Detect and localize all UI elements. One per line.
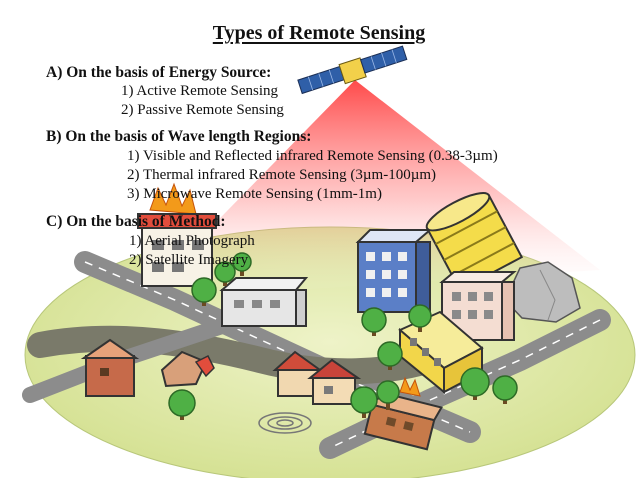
section-heading-wavelength: B) On the basis of Wave length Regions: (46, 128, 312, 145)
list-item: 1) Aerial Photograph (129, 233, 255, 249)
collapsing-building (425, 192, 524, 292)
section-heading-method: C) On the basis of Method: (46, 213, 226, 230)
section-heading-energy-source: A) On the basis of Energy Source: (46, 64, 272, 81)
grey-building (219, 277, 309, 327)
fire-icon (399, 376, 421, 397)
red-roof-houses (272, 350, 362, 405)
list-item: 2) Passive Remote Sensing (121, 102, 284, 118)
page-title: Types of Remote Sensing (212, 22, 426, 44)
list-item: 1) Active Remote Sensing (121, 83, 279, 99)
damaged-houses-left (80, 338, 215, 397)
rubble-swirl (258, 412, 312, 434)
burning-house (137, 182, 217, 287)
list-item: 2) Thermal infrared Remote Sensing (3µm-… (127, 167, 437, 183)
list-item: 1) Visible and Reflected infrared Remote… (127, 148, 498, 164)
trees (168, 252, 518, 420)
rock-pile (504, 261, 581, 323)
satellite-icon (297, 45, 408, 95)
list-item: 3) Microwave Remote Sensing (1mm-1m) (127, 186, 382, 202)
list-item: 2) Satellite Imagery (129, 252, 249, 268)
blue-tower (355, 229, 433, 313)
